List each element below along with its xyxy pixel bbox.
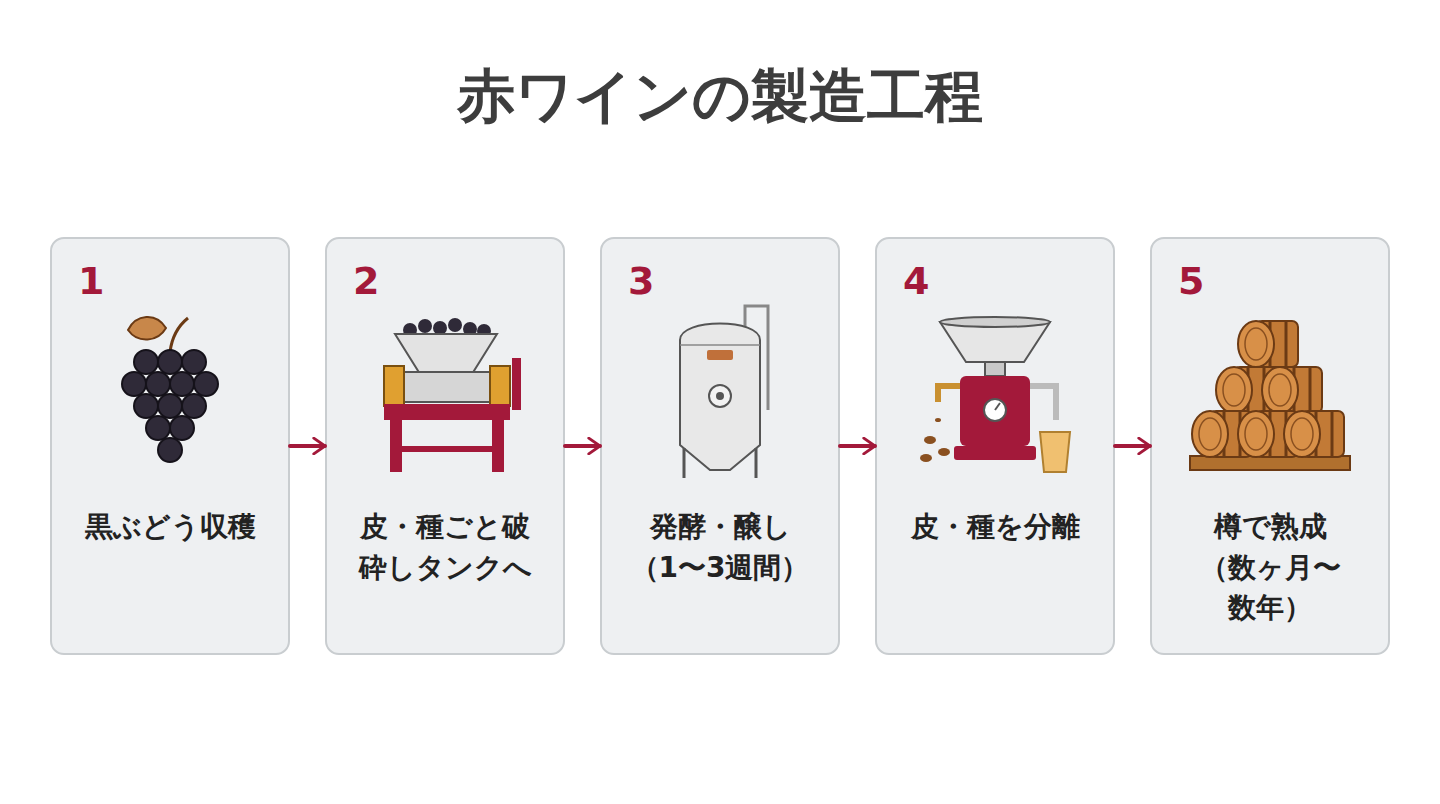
tank-valve-hub — [716, 392, 724, 400]
separator-foot — [954, 446, 1036, 460]
berry — [418, 319, 432, 333]
flow-arrow — [840, 444, 875, 448]
berry — [170, 372, 194, 396]
berry — [158, 394, 182, 418]
flow-arrow — [565, 444, 600, 448]
process-box: 1 黒ぶどう収穫 — [50, 237, 290, 655]
crusher-leg — [390, 420, 402, 472]
separator-spout — [938, 386, 962, 402]
berry — [146, 372, 170, 396]
tank-leg — [683, 448, 686, 478]
berry — [433, 321, 447, 335]
berry — [134, 350, 158, 374]
berry — [463, 322, 477, 336]
berry — [170, 416, 194, 440]
wine-glass — [1040, 432, 1070, 472]
berry — [134, 394, 158, 418]
separator-base — [960, 376, 1030, 446]
berry — [403, 323, 417, 337]
crusher-icon — [384, 318, 521, 472]
berry — [158, 438, 182, 462]
tank-body — [680, 324, 760, 471]
diagram-title: 赤ワインの製造工程 — [0, 62, 1440, 132]
crusher-hopper — [395, 334, 497, 374]
barrel-rack — [1190, 456, 1350, 470]
tank-icon — [680, 306, 768, 478]
separator-needle — [995, 403, 1000, 410]
barrel — [1284, 411, 1344, 457]
flow-arrow — [1115, 444, 1150, 448]
seed — [924, 436, 936, 444]
barrel — [1192, 411, 1252, 457]
step-label: 発酵・醸し （1〜3週間） — [602, 507, 838, 588]
flow-arrow — [290, 444, 325, 448]
crusher-gear — [490, 366, 510, 406]
barrel — [1262, 367, 1322, 413]
separator-icon — [920, 317, 1070, 472]
tank-seam — [680, 344, 760, 346]
tank-valve — [709, 385, 731, 407]
step-label: 樽で熟成 （数ヶ月〜数年） — [1152, 507, 1388, 629]
crusher-leg — [492, 420, 504, 472]
crusher-crossbar — [402, 446, 492, 452]
berry — [448, 318, 462, 332]
grape-stem — [170, 318, 188, 352]
berry — [122, 372, 146, 396]
seed — [920, 454, 932, 462]
tank-pipe — [745, 306, 768, 410]
barrel — [1238, 321, 1298, 367]
berry — [182, 394, 206, 418]
crusher-handle — [512, 358, 521, 410]
crusher-frame — [384, 404, 510, 420]
step-number: 3 — [628, 259, 654, 305]
berry — [182, 350, 206, 374]
separator-rim — [940, 317, 1050, 327]
process-box: 3 発酵・醸し （1〜3週間） — [600, 237, 840, 655]
crusher-drum — [392, 372, 502, 402]
separator-neck — [985, 362, 1005, 376]
crusher-grapes — [403, 318, 491, 338]
step-label: 黒ぶどう収穫 — [52, 507, 288, 548]
process-box: 2 皮・種ごと破砕しタンクへ — [325, 237, 565, 655]
tank-label — [707, 350, 733, 360]
barrel-icon — [1190, 321, 1350, 470]
step-number: 5 — [1178, 259, 1204, 305]
separator-gauge — [984, 399, 1006, 421]
tank-leg — [755, 448, 758, 478]
step-label: 皮・種ごと破砕しタンクへ — [327, 507, 563, 588]
berry — [194, 372, 218, 396]
grape-berries — [122, 350, 218, 462]
separator-funnel — [940, 322, 1050, 362]
grape-leaf — [128, 317, 166, 340]
berry — [158, 350, 182, 374]
seed — [935, 418, 941, 422]
step-number: 4 — [903, 259, 929, 305]
seed — [938, 448, 950, 456]
berry — [477, 324, 491, 338]
barrel — [1216, 367, 1276, 413]
grape-icon — [122, 317, 218, 462]
process-box: 4 皮・種を分離 — [875, 237, 1115, 655]
separator-spout — [1028, 386, 1056, 420]
step-label: 皮・種を分離 — [877, 507, 1113, 548]
berry — [146, 416, 170, 440]
step-number: 2 — [353, 259, 379, 305]
barrel — [1238, 411, 1298, 457]
separator-seeds — [920, 418, 950, 462]
step-number: 1 — [78, 259, 104, 305]
crusher-gear — [384, 366, 404, 406]
process-box: 5 樽で熟成 （数ヶ月〜数年） — [1150, 237, 1390, 655]
